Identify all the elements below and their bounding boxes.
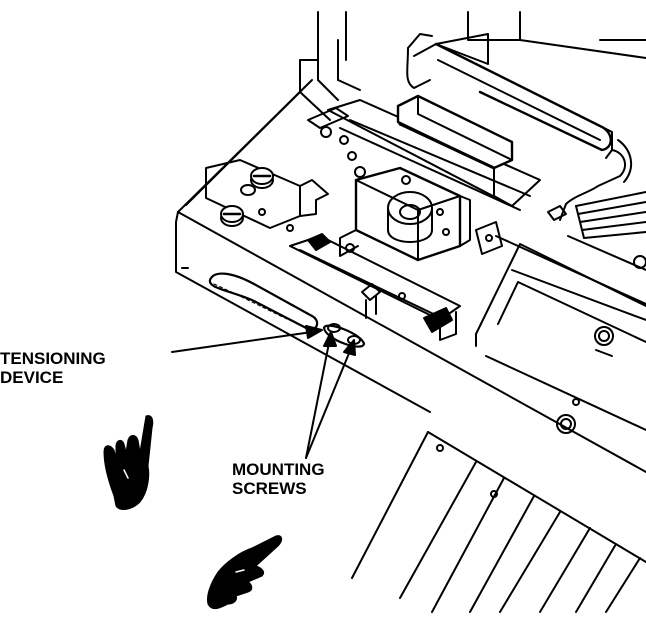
right-panel: [475, 235, 646, 434]
left-bracket: [205, 159, 329, 232]
chassis: [175, 79, 646, 473]
cable-assembly: [406, 33, 633, 221]
tensioning-device-label: TENSIONING DEVICE: [0, 349, 106, 387]
callout-leaders: [171, 325, 356, 459]
mounting-screws-label-line2: SCREWS: [232, 479, 307, 498]
back-wall: [299, 11, 646, 121]
tensioning-device-label-line2: DEVICE: [0, 368, 64, 387]
tensioner-housing: [339, 166, 503, 262]
tension-rail: [289, 233, 461, 341]
tensioning-device-label-line1: TENSIONING: [0, 349, 106, 368]
mounting-screws-label: MOUNTING SCREWS: [232, 460, 325, 498]
ribbon-cable: [547, 191, 646, 271]
pointing-hand-icon: [103, 415, 154, 510]
mounting-screws-label-line1: MOUNTING: [232, 460, 325, 479]
bottom-plate: [351, 431, 646, 613]
circuit-board: [307, 94, 541, 211]
pointing-hand-icon: [207, 535, 283, 610]
